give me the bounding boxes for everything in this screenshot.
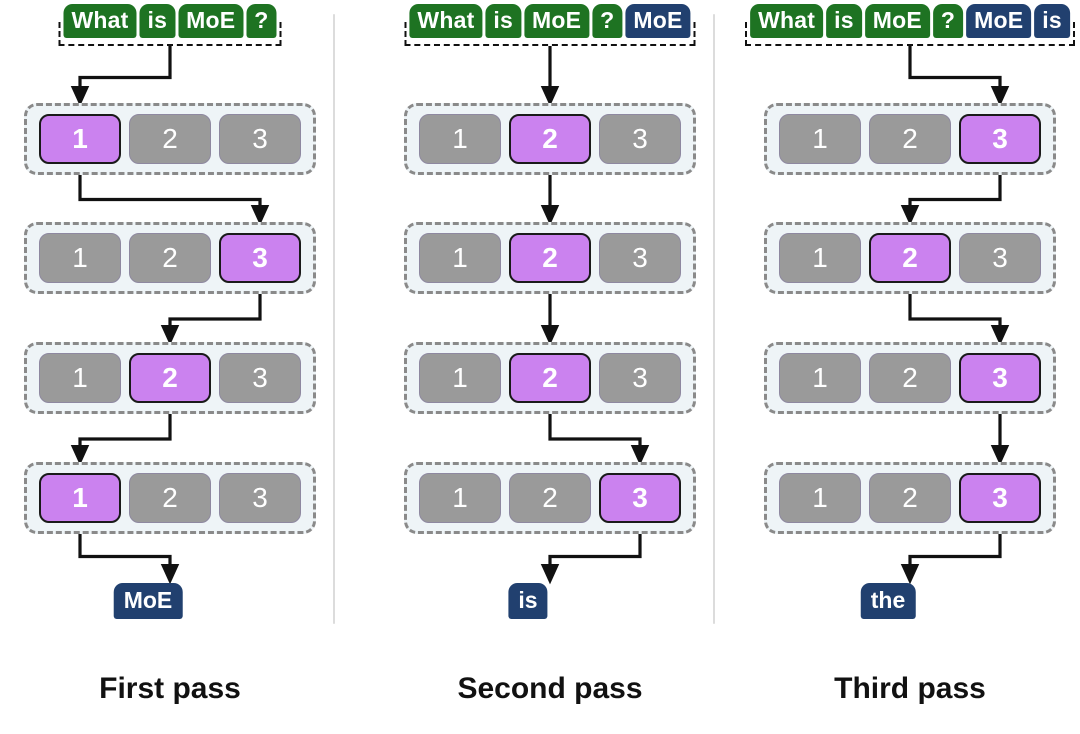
expert-inactive-1[interactable]: 1 [419,233,501,283]
generated-token-4[interactable]: MoE [625,4,691,38]
output-token[interactable]: the [860,583,916,619]
generated-token-5[interactable]: is [1034,4,1070,38]
prompt-token-2[interactable]: MoE [864,4,930,38]
expert-inactive-1[interactable]: 1 [419,473,501,523]
column-divider-1 [333,14,335,624]
prompt-token-3[interactable]: ? [246,4,277,38]
expert-active-3[interactable]: 3 [599,473,681,523]
expert-inactive-1[interactable]: 1 [39,353,121,403]
column-divider-2 [713,14,715,624]
prompt-token-0[interactable]: What [750,4,824,38]
expert-inactive-1[interactable]: 1 [419,114,501,164]
prompt-token-0[interactable]: What [63,4,137,38]
pass-caption: Second pass [457,672,643,705]
expert-inactive-1[interactable]: 1 [779,233,861,283]
pass-caption: First pass [99,672,241,705]
output-token[interactable]: MoE [113,583,183,619]
prompt-token-1[interactable]: is [826,4,862,38]
expert-inactive-2[interactable]: 2 [129,114,211,164]
expert-active-3[interactable]: 3 [959,473,1041,523]
prompt-token-1[interactable]: is [139,4,176,38]
prompt-dashed-frame [745,22,1075,46]
expert-inactive-1[interactable]: 1 [779,114,861,164]
expert-active-1[interactable]: 1 [39,114,121,164]
expert-inactive-2[interactable]: 2 [869,114,951,164]
expert-inactive-2[interactable]: 2 [869,353,951,403]
expert-active-3[interactable]: 3 [219,233,301,283]
prompt-token-2[interactable]: MoE [524,4,590,38]
expert-inactive-2[interactable]: 2 [869,473,951,523]
prompt-token-0[interactable]: What [409,4,483,38]
expert-active-3[interactable]: 3 [959,353,1041,403]
prompt-dashed-frame [58,22,282,46]
expert-inactive-1[interactable]: 1 [779,353,861,403]
expert-active-2[interactable]: 2 [509,114,591,164]
expert-active-2[interactable]: 2 [869,233,951,283]
prompt-dashed-frame [404,22,696,46]
expert-inactive-3[interactable]: 3 [959,233,1041,283]
expert-inactive-3[interactable]: 3 [599,114,681,164]
expert-active-2[interactable]: 2 [509,233,591,283]
generated-token-4[interactable]: MoE [966,4,1032,38]
expert-inactive-2[interactable]: 2 [129,473,211,523]
expert-inactive-3[interactable]: 3 [219,353,301,403]
expert-inactive-3[interactable]: 3 [599,353,681,403]
output-token[interactable]: is [508,583,548,619]
expert-inactive-1[interactable]: 1 [419,353,501,403]
expert-inactive-3[interactable]: 3 [219,114,301,164]
expert-inactive-1[interactable]: 1 [779,473,861,523]
expert-inactive-3[interactable]: 3 [219,473,301,523]
prompt-token-2[interactable]: MoE [178,4,244,38]
prompt-token-3[interactable]: ? [592,4,623,38]
expert-active-2[interactable]: 2 [129,353,211,403]
expert-inactive-3[interactable]: 3 [599,233,681,283]
expert-active-1[interactable]: 1 [39,473,121,523]
expert-active-3[interactable]: 3 [959,114,1041,164]
expert-inactive-2[interactable]: 2 [129,233,211,283]
expert-inactive-1[interactable]: 1 [39,233,121,283]
prompt-token-3[interactable]: ? [932,4,964,38]
expert-inactive-2[interactable]: 2 [509,473,591,523]
pass-caption: Third pass [834,672,986,705]
prompt-token-1[interactable]: is [485,4,522,38]
expert-active-2[interactable]: 2 [509,353,591,403]
